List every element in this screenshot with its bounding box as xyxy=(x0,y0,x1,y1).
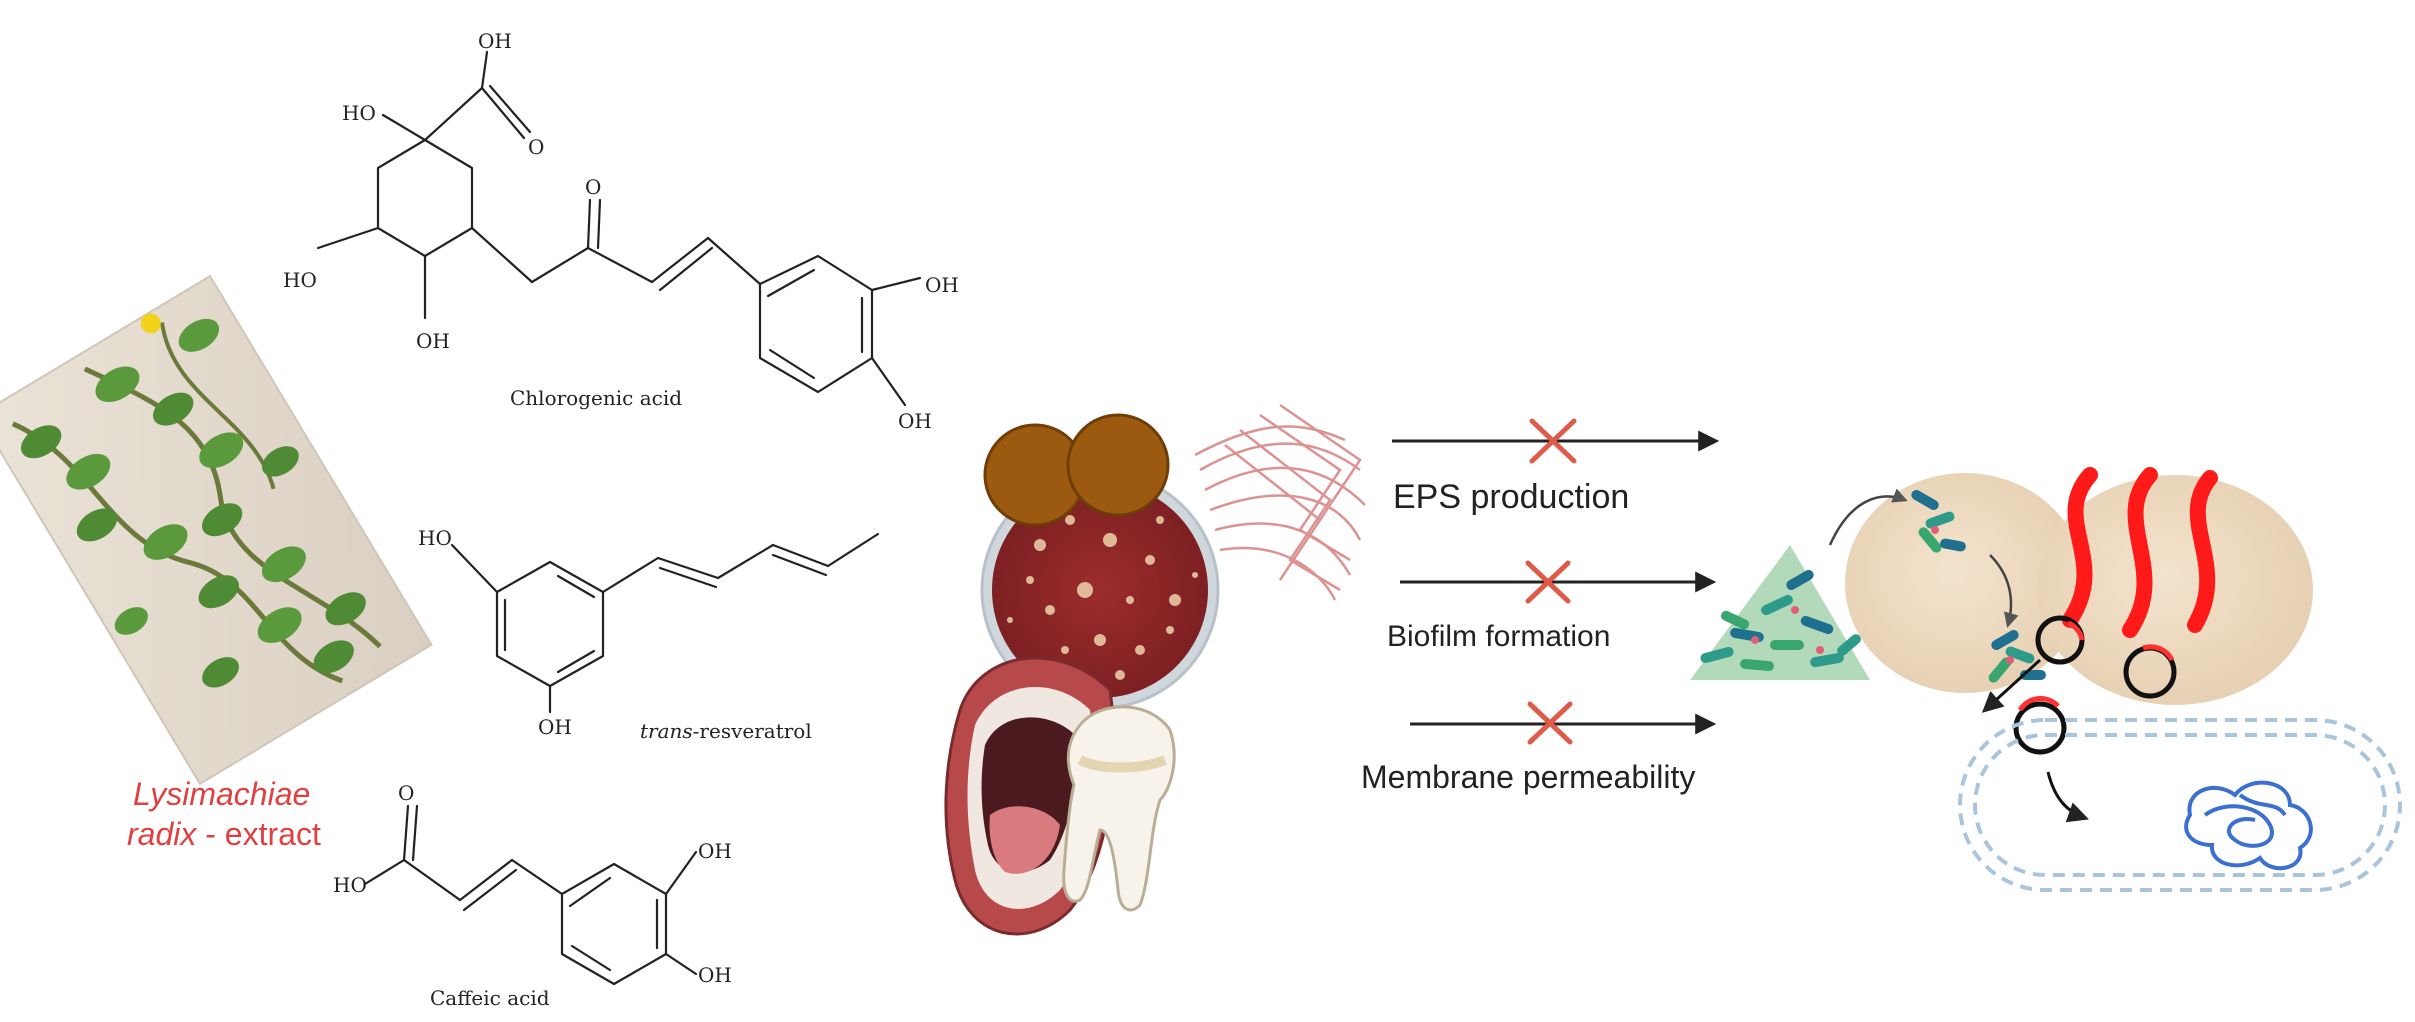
inhibition-x-icon xyxy=(1525,560,1571,604)
svg-text:HO: HO xyxy=(333,873,367,897)
biofilm-cluster-small xyxy=(1911,490,1966,553)
dna-icon xyxy=(2184,780,2313,871)
svg-text:HO: HO xyxy=(418,526,452,550)
svg-text:HO: HO xyxy=(342,101,376,125)
effect-membrane: Membrane permeability xyxy=(1361,701,1717,795)
svg-text:HO: HO xyxy=(283,268,317,292)
chlorogenic-acid-name: Chlorogenic acid xyxy=(510,386,682,410)
effect-label-membrane: Membrane permeability xyxy=(1361,759,1695,795)
caffeic-acid-name: Caffeic acid xyxy=(430,986,550,1010)
plant-photo xyxy=(0,274,433,786)
svg-text:OH: OH xyxy=(925,273,959,297)
svg-text:OH: OH xyxy=(898,409,932,433)
open-mouth-illustration xyxy=(944,656,1176,936)
svg-text:OH: OH xyxy=(538,715,572,739)
effect-eps: EPS production xyxy=(1392,418,1720,516)
mechanism-illustration xyxy=(1690,467,2402,892)
svg-text:OH: OH xyxy=(416,329,450,353)
svg-text:OH: OH xyxy=(698,839,732,863)
flagella xyxy=(2062,467,2218,638)
svg-text:O: O xyxy=(528,135,544,159)
effect-label-biofilm: Biofilm formation xyxy=(1387,620,1610,653)
effect-label-eps: EPS production xyxy=(1393,478,1629,516)
inhibition-x-icon xyxy=(1529,418,1577,464)
bacterium-cell-envelope xyxy=(1958,718,2402,892)
effect-biofilm: Biofilm formation xyxy=(1387,560,1717,653)
svg-text:OH: OH xyxy=(478,29,512,53)
resveratrol-name: trans-resveratrol xyxy=(640,719,812,743)
svg-text:O: O xyxy=(398,781,414,805)
resveratrol-structure: HO OH trans-resveratrol xyxy=(418,526,880,743)
chlorogenic-acid-structure: OH HO O O HO OH OH OH Chlorogenic acid xyxy=(283,29,959,433)
inhibition-x-icon xyxy=(1527,701,1573,745)
plant-caption: Lysimachiae radix - extract xyxy=(127,776,321,852)
caffeic-acid-structure: O HO OH OH Caffeic acid xyxy=(333,781,732,1010)
svg-text:O: O xyxy=(585,175,601,199)
biofilm-cluster-mid xyxy=(1988,630,2046,683)
svg-text:OH: OH xyxy=(698,963,732,987)
petri-dish-illustration xyxy=(980,403,1366,710)
biofilm-cluster xyxy=(1690,545,1870,680)
